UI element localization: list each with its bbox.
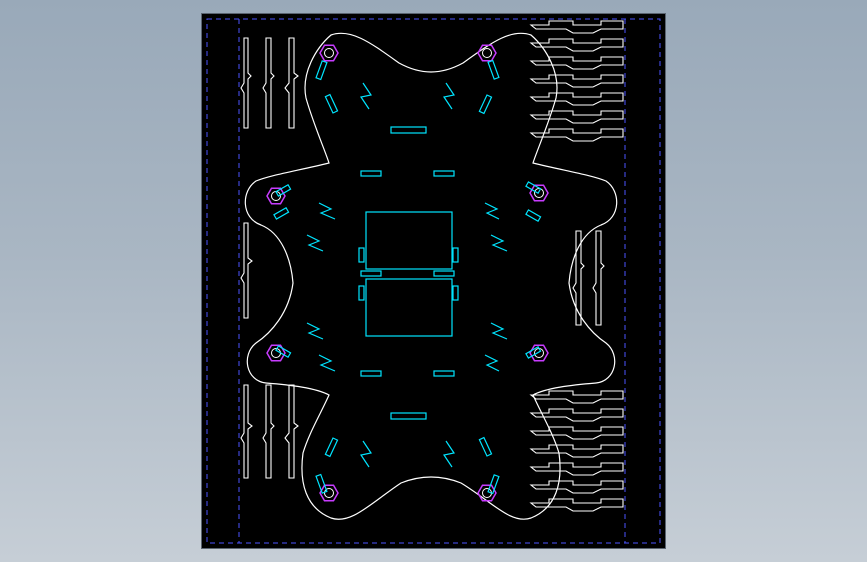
motor-mount-bottom-left: [319, 484, 339, 502]
rib-stack-bottom-right: [529, 390, 624, 512]
drawing-sheet[interactable]: [201, 13, 666, 549]
dashed-cut-boundary: [206, 18, 661, 544]
hex-nut-icon: [319, 44, 339, 62]
arm-pieces-left-top: [240, 37, 299, 129]
hex-nut-icon: [266, 344, 286, 362]
hex-nut-icon: [266, 187, 286, 205]
arm-pieces-left-bottom: [240, 384, 299, 479]
main-frame-plate: [244, 32, 618, 520]
hex-nut-icon: [529, 344, 549, 362]
arm-pieces-left-mid: [240, 222, 253, 319]
motor-mounts: [266, 44, 549, 502]
lower-center-window: [365, 278, 453, 337]
mounting-slots: [273, 59, 542, 495]
sheet-background: [201, 13, 666, 549]
hex-nut-icon: [319, 484, 339, 502]
hex-nut-icon: [477, 484, 497, 502]
rib-stack-top-right: [529, 20, 624, 142]
arm-pieces-right: [572, 230, 605, 326]
motor-mount-top-left: [319, 44, 339, 62]
upper-center-window: [365, 211, 453, 270]
hex-nut-icon: [529, 184, 549, 202]
center-cutouts: [365, 211, 453, 337]
